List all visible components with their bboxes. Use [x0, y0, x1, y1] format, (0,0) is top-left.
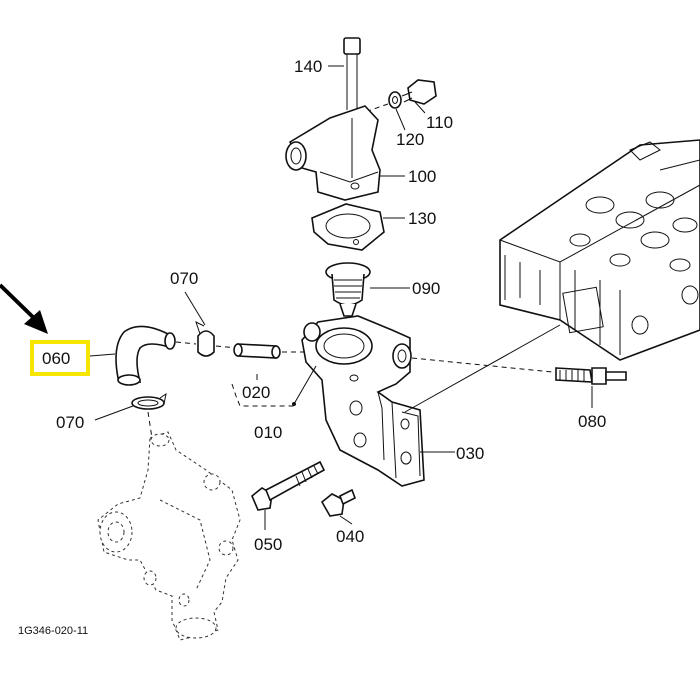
water-pump — [97, 431, 241, 641]
washer-120 — [388, 91, 402, 109]
callout-070-upper: 070 — [170, 269, 198, 288]
hose-060 — [115, 325, 176, 386]
callout-040: 040 — [336, 527, 364, 546]
assembly-010-bracket — [231, 383, 296, 407]
callout-130: 130 — [408, 209, 436, 228]
bolt-050 — [251, 460, 326, 511]
clamp-070-lower — [131, 392, 167, 410]
callout-090: 090 — [412, 279, 440, 298]
callout-010: 010 — [254, 423, 282, 442]
sensor-080 — [555, 367, 627, 385]
clamp-070-upper — [195, 321, 215, 357]
callout-030: 030 — [456, 444, 484, 463]
callout-140: 140 — [294, 57, 322, 76]
callout-070-lower: 070 — [56, 413, 84, 432]
callout-100: 100 — [408, 167, 436, 186]
cylinder-head — [499, 139, 700, 361]
bolt-040 — [320, 488, 357, 517]
callout-060: 060 — [42, 349, 70, 368]
leader-lines — [89, 65, 593, 530]
pointer-arrow-icon — [0, 283, 48, 334]
callout-050: 050 — [254, 535, 282, 554]
plug-110 — [401, 79, 437, 105]
thermostat-housing-030 — [301, 315, 425, 487]
thermostat-090 — [325, 262, 371, 317]
callout-060-highlight — [30, 340, 90, 376]
gasket-130 — [311, 203, 385, 251]
callout-120: 120 — [396, 130, 424, 149]
callout-020: 020 — [242, 383, 270, 402]
hose-020 — [233, 343, 281, 359]
thermostat-cover-100 — [285, 105, 381, 201]
drawing-number: 1G346-020-11 — [18, 625, 88, 637]
callout-110: 110 — [426, 113, 453, 132]
callout-080: 080 — [578, 412, 606, 431]
